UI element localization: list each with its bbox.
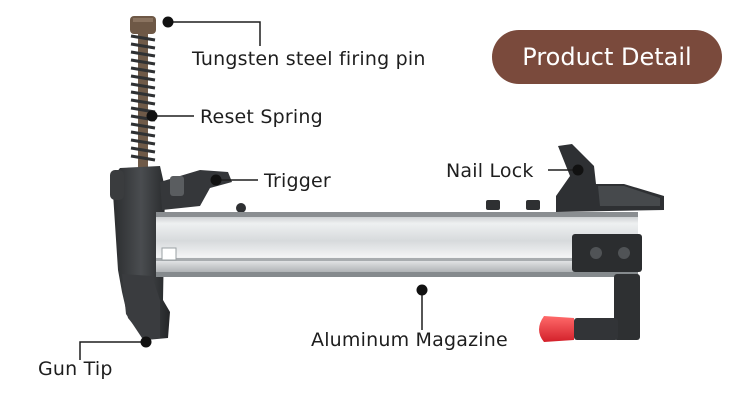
nail-lock (556, 144, 664, 212)
product-detail-badge: Product Detail (492, 30, 722, 84)
reset-spring (130, 34, 156, 162)
top-screws (486, 200, 540, 210)
firing-pin (130, 16, 156, 168)
tool-body (110, 166, 170, 340)
label-reset-spring: Reset Spring (200, 106, 323, 128)
label-gun-tip: Gun Tip (38, 358, 113, 380)
label-aluminum-magazine: Aluminum Magazine (311, 329, 508, 351)
callout-lines (79, 21, 578, 360)
end-block (572, 234, 642, 340)
trigger-lever (160, 170, 246, 213)
label-trigger: Trigger (264, 170, 331, 192)
callout-dots (140, 16, 584, 348)
magazine-rail (156, 212, 638, 277)
label-firing-pin: Tungsten steel firing pin (192, 48, 426, 70)
pusher-handle (539, 316, 574, 342)
label-nail-lock: Nail Lock (446, 160, 534, 182)
